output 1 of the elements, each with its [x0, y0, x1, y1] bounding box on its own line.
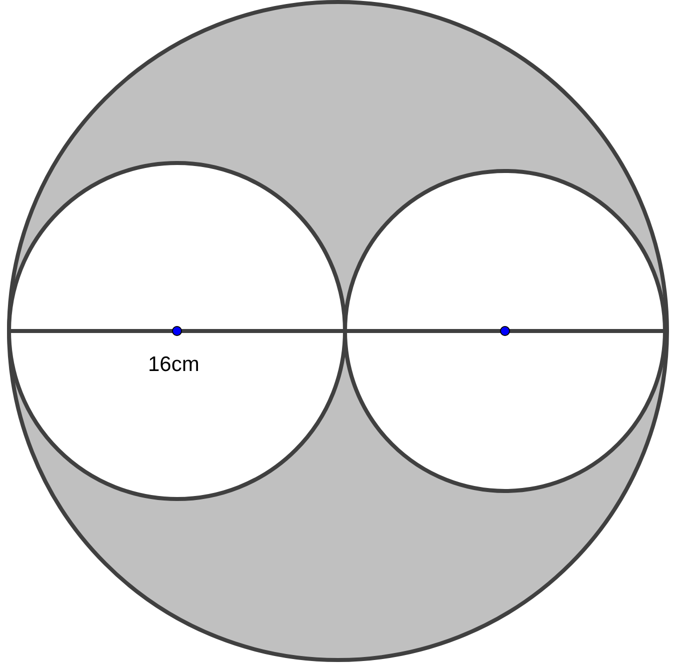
- dimension-label: 16cm: [148, 354, 200, 375]
